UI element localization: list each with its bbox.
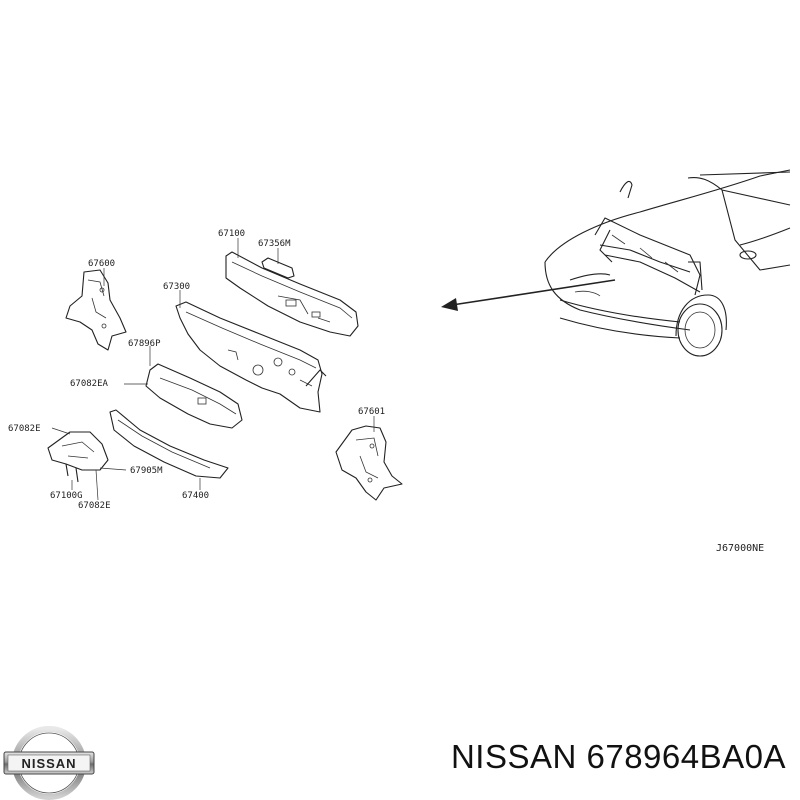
- part-67400: [109, 409, 229, 490]
- callout-67400: 67400: [182, 491, 209, 501]
- callout-67896p: 67896P: [128, 339, 161, 349]
- reference-code: J67000NE: [716, 543, 765, 554]
- part-67601: [335, 416, 403, 501]
- callout-labels: 67600 67100 67356M 67300 67896P 67082EA …: [8, 229, 385, 511]
- callout-67356m: 67356M: [258, 239, 291, 249]
- part-67896p: [124, 346, 243, 429]
- callout-67601: 67601: [358, 407, 385, 417]
- callout-67600: 67600: [88, 259, 115, 269]
- part-67356m: [261, 248, 295, 279]
- logo-text: NISSAN: [21, 756, 76, 771]
- part-67100: [225, 238, 359, 337]
- callout-67300: 67300: [163, 282, 190, 292]
- callout-67100: 67100: [218, 229, 245, 239]
- callout-67082e-top: 67082E: [8, 424, 41, 434]
- callout-67905m: 67905M: [130, 466, 163, 476]
- part-67082e: [47, 427, 127, 501]
- part-number-caption: NISSAN 678964BA0A: [450, 738, 786, 775]
- callout-67100g: 67100G: [50, 491, 83, 501]
- car-illustration: [544, 169, 791, 357]
- part-67600: [65, 268, 127, 351]
- pointer-arrow: [441, 279, 616, 311]
- part-67300: [175, 290, 327, 413]
- callout-67082e-bottom: 67082E: [78, 501, 111, 511]
- callout-67082ea: 67082EA: [70, 379, 109, 389]
- nissan-logo: NISSAN: [3, 726, 95, 800]
